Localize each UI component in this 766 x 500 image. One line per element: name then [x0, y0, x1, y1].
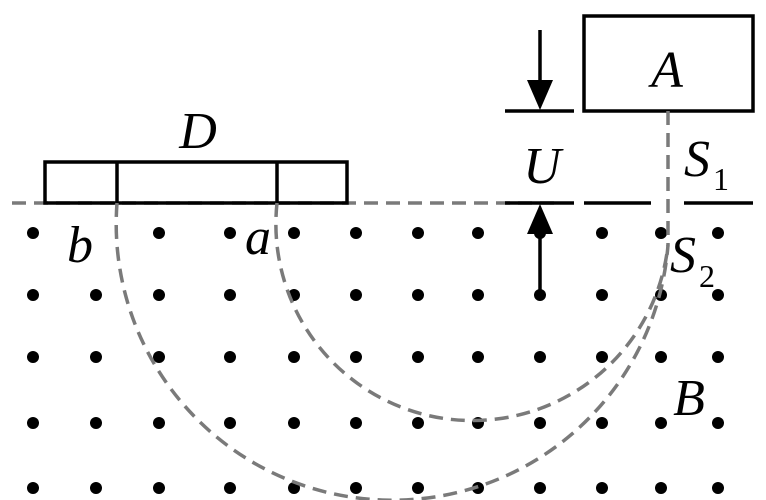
field-dot	[27, 289, 39, 301]
field-dot	[350, 351, 362, 363]
field-dot	[90, 351, 102, 363]
field-dot	[596, 482, 608, 494]
field-dot	[153, 351, 165, 363]
field-dot	[288, 351, 300, 363]
svg-text:S: S	[684, 131, 710, 188]
field-dot	[350, 417, 362, 429]
voltage-arrow-down	[527, 30, 553, 110]
field-dot	[224, 351, 236, 363]
field-dot	[153, 417, 165, 429]
label-a-box: A	[648, 42, 683, 99]
field-dot	[534, 351, 546, 363]
particle-path-large-arc	[114, 202, 670, 500]
field-dot	[596, 289, 608, 301]
field-dot	[472, 227, 484, 239]
label-s2: S 2	[670, 227, 715, 294]
field-dot	[27, 227, 39, 239]
field-dot	[288, 417, 300, 429]
field-dot	[350, 482, 362, 494]
field-dot	[534, 482, 546, 494]
field-dot	[27, 351, 39, 363]
svg-text:2: 2	[699, 258, 715, 294]
field-dot	[90, 289, 102, 301]
label-s1: S 1	[684, 131, 729, 197]
field-dot	[655, 482, 667, 494]
magnetic-field-dots	[27, 227, 724, 494]
field-dot	[224, 227, 236, 239]
field-dot	[224, 417, 236, 429]
field-dot	[712, 351, 724, 363]
field-dot	[350, 289, 362, 301]
field-dot	[153, 227, 165, 239]
field-dot	[412, 289, 424, 301]
field-dot	[655, 227, 667, 239]
field-dot	[27, 482, 39, 494]
field-dot	[596, 351, 608, 363]
field-dot	[288, 227, 300, 239]
field-dot	[224, 289, 236, 301]
label-point-b: b	[67, 217, 93, 274]
field-dot	[90, 482, 102, 494]
field-dot	[27, 417, 39, 429]
field-dot	[655, 417, 667, 429]
particle-path-small-arc	[274, 202, 670, 423]
svg-text:1: 1	[713, 161, 729, 197]
field-dot	[712, 417, 724, 429]
label-u: U	[523, 138, 564, 195]
field-dot	[412, 351, 424, 363]
svg-text:S: S	[670, 227, 696, 284]
label-field-b: B	[673, 370, 705, 427]
field-dot	[350, 227, 362, 239]
field-dot	[534, 417, 546, 429]
field-dot	[153, 482, 165, 494]
field-dot	[596, 417, 608, 429]
field-dot	[712, 289, 724, 301]
plate-d	[43, 160, 349, 205]
field-dot	[224, 482, 236, 494]
field-dot	[712, 227, 724, 239]
field-dot	[90, 417, 102, 429]
field-dot	[153, 289, 165, 301]
field-dot	[412, 482, 424, 494]
field-dot	[472, 289, 484, 301]
field-dot	[712, 482, 724, 494]
field-dot	[655, 351, 667, 363]
voltage-arrow-up	[527, 204, 553, 292]
field-dot	[412, 417, 424, 429]
label-point-a: a	[245, 209, 271, 266]
field-dot	[472, 351, 484, 363]
label-d: D	[178, 103, 217, 160]
field-dot	[534, 289, 546, 301]
field-dot	[596, 227, 608, 239]
field-dot	[412, 227, 424, 239]
